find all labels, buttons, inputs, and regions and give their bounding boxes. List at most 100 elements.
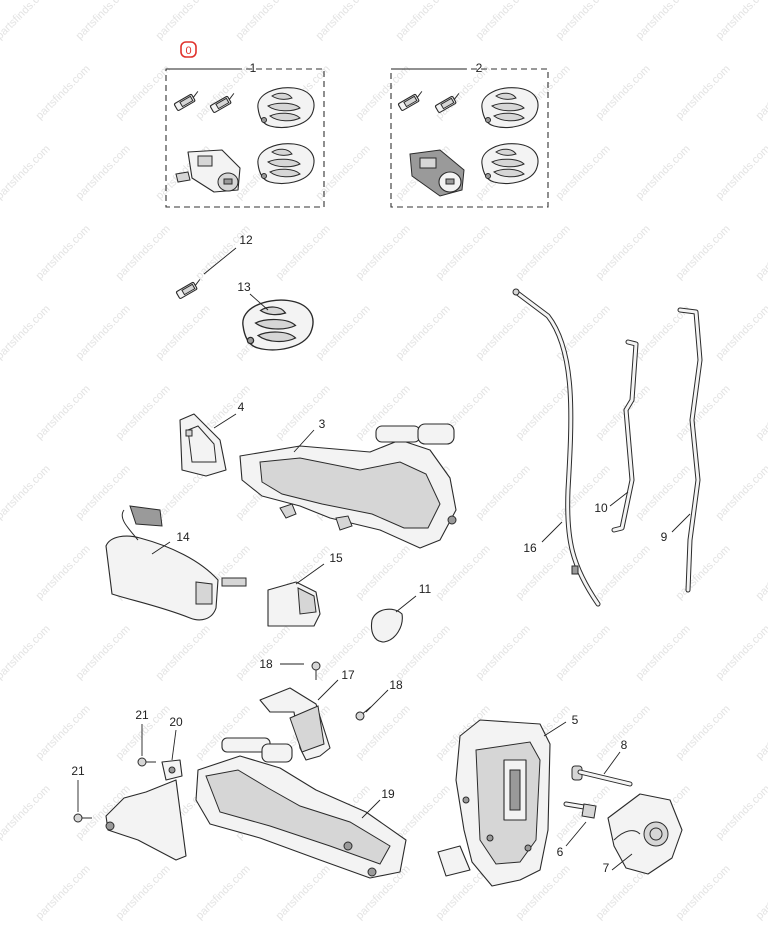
watermark-text: partsfinds.com — [434, 543, 493, 602]
watermark-text: partsfinds.com — [474, 463, 533, 522]
part-13-remote-fob: 13 — [237, 280, 314, 351]
callout-16: 16 — [523, 541, 537, 555]
watermark-text: partsfinds.com — [714, 783, 768, 842]
watermark-text: partsfinds.com — [114, 383, 173, 442]
kit-1-lock-cylinder — [175, 149, 241, 193]
watermark-text: partsfinds.com — [434, 223, 493, 282]
callout-20: 20 — [169, 715, 183, 729]
watermark-text: partsfinds.com — [394, 623, 453, 682]
watermark-text: partsfinds.com — [34, 703, 93, 762]
watermark-text: partsfinds.com — [594, 223, 653, 282]
part-20-clip — [161, 759, 183, 781]
watermark-text: partsfinds.com — [0, 0, 53, 42]
watermark-text: partsfinds.com — [594, 543, 653, 602]
watermark-text: partsfinds.com — [114, 863, 173, 922]
watermark-text: partsfinds.com — [674, 223, 733, 282]
watermark-text: partsfinds.com — [714, 623, 768, 682]
watermark-text: partsfinds.com — [354, 63, 413, 122]
watermark-text: partsfinds.com — [754, 543, 768, 602]
annotation-marker: 0 — [180, 41, 197, 58]
watermark-text: partsfinds.com — [354, 703, 413, 762]
watermark-text: partsfinds.com — [34, 863, 93, 922]
watermark-text: partsfinds.com — [74, 143, 133, 202]
callout-15: 15 — [329, 551, 343, 565]
part-21-screw-upper: 21 — [135, 708, 157, 767]
watermark-text: partsfinds.com — [74, 0, 133, 42]
part-14-outer-handle: 14 — [105, 505, 247, 621]
watermark-text: partsfinds.com — [274, 223, 333, 282]
watermark-text: partsfinds.com — [714, 303, 768, 362]
kit-2-remote-fob-a — [481, 87, 539, 129]
watermark-text: partsfinds.com — [74, 463, 133, 522]
part-12-key-blade: 12 — [175, 233, 253, 300]
watermark-text: partsfinds.com — [714, 463, 768, 522]
watermark-text: partsfinds.com — [234, 0, 293, 42]
kit-1-boundary — [165, 68, 325, 208]
callout-18-upper: 18 — [259, 657, 273, 671]
watermark-text: partsfinds.com — [754, 863, 768, 922]
watermark-text: partsfinds.com — [194, 63, 253, 122]
watermark-text: partsfinds.com — [274, 383, 333, 442]
part-7-striker-plate: 7 — [603, 793, 683, 875]
watermark-text: partsfinds.com — [634, 623, 693, 682]
watermark-text: partsfinds.com — [194, 863, 253, 922]
watermark-text: partsfinds.com — [754, 703, 768, 762]
callout-21-upper: 21 — [135, 708, 149, 722]
kit-1-lock-set: 1 — [165, 61, 325, 208]
watermark-text: partsfinds.com — [314, 0, 373, 42]
watermark-text: partsfinds.com — [474, 303, 533, 362]
kit-2-lock-cylinder — [409, 149, 465, 197]
part-6-latch-bolt: 6 — [557, 801, 597, 859]
callout-9: 9 — [661, 530, 668, 544]
callout-18-lower: 18 — [389, 678, 403, 692]
watermark-text: partsfinds.com — [554, 0, 613, 42]
watermark-text: partsfinds.com — [394, 303, 453, 362]
part-19-handle-carrier-inner: 19 — [195, 737, 407, 879]
watermark-text: partsfinds.com — [354, 223, 413, 282]
watermark-text: partsfinds.com — [674, 383, 733, 442]
callout-5: 5 — [572, 713, 579, 727]
watermark-text: partsfinds.com — [474, 623, 533, 682]
watermark-text: partsfinds.com — [34, 543, 93, 602]
watermark-text: partsfinds.com — [674, 703, 733, 762]
callout-7: 7 — [603, 861, 610, 875]
watermark-text: partsfinds.com — [754, 223, 768, 282]
callout-10: 10 — [594, 501, 608, 515]
callout-8: 8 — [621, 738, 628, 752]
callout-4: 4 — [238, 400, 245, 414]
part-4-handle-gasket: 4 — [179, 400, 245, 477]
watermark-text: partsfinds.com — [154, 0, 213, 42]
callout-1: 1 — [250, 61, 257, 75]
kit-2-boundary — [390, 68, 549, 208]
watermark-text: partsfinds.com — [714, 0, 768, 42]
watermark-text: partsfinds.com — [634, 0, 693, 42]
watermark-text: partsfinds.com — [594, 63, 653, 122]
callout-11: 11 — [419, 582, 432, 596]
kit-2-remote-fob-b — [481, 143, 539, 185]
watermark-text: partsfinds.com — [0, 463, 53, 522]
callout-13: 13 — [237, 280, 251, 294]
kit-2-lock-set: 2 — [390, 61, 549, 208]
watermark-text: partsfinds.com — [114, 223, 173, 282]
watermark-text: partsfinds.com — [594, 383, 653, 442]
callout-21-lower: 21 — [71, 764, 85, 778]
part-11-cover-plug: 11 — [370, 582, 432, 643]
part-8-striker-pin: 8 — [571, 738, 633, 787]
watermark-text: partsfinds.com — [754, 383, 768, 442]
callout-17: 17 — [341, 668, 355, 682]
watermark-text: partsfinds.com — [34, 383, 93, 442]
callout-2: 2 — [476, 61, 483, 75]
watermark-text: partsfinds.com — [154, 623, 213, 682]
watermark-text: partsfinds.com — [674, 63, 733, 122]
watermark-text: partsfinds.com — [274, 863, 333, 922]
kit-2-key-blade-a — [397, 89, 426, 112]
watermark-text: partsfinds.com — [194, 703, 253, 762]
watermark-text: partsfinds.com — [634, 463, 693, 522]
part-21-screw-lower: 21 — [71, 764, 93, 823]
part-5-door-latch: 5 — [437, 713, 579, 887]
watermark-text: partsfinds.com — [594, 703, 653, 762]
watermark-text: partsfinds.com — [554, 623, 613, 682]
watermark-text: partsfinds.com — [34, 223, 93, 282]
annotation-marker-label: 0 — [185, 45, 191, 57]
